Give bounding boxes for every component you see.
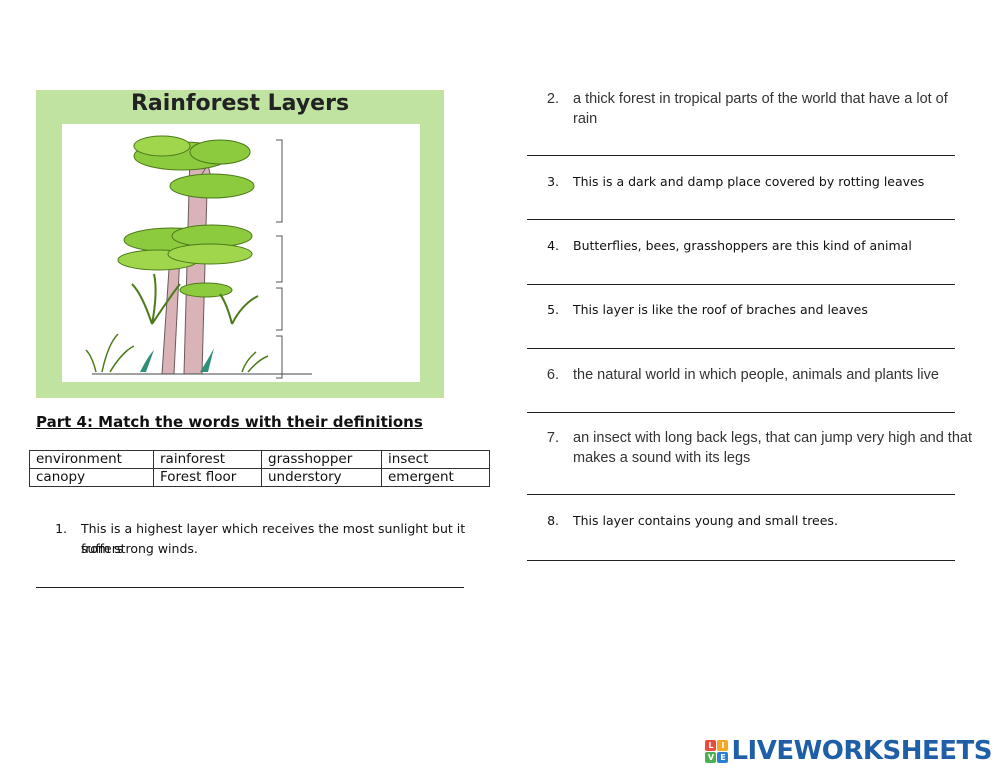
answer-line-5[interactable] xyxy=(527,348,955,349)
rainforest-illustration: Rainforest Layers xyxy=(36,90,444,398)
question-number: 2. xyxy=(546,91,559,107)
question-text: from strong winds. xyxy=(81,541,198,556)
brand-letter: I xyxy=(717,739,729,751)
question-number: 7. xyxy=(546,430,559,446)
answer-line-8[interactable] xyxy=(527,560,955,561)
question-7: 7. an insect with long back legs, that c… xyxy=(537,428,987,470)
answer-line-7[interactable] xyxy=(527,494,955,495)
question-3: 3. This is a dark and damp place covered… xyxy=(537,172,977,192)
answer-line-6[interactable] xyxy=(527,412,955,413)
question-text: the natural world in which people, anima… xyxy=(573,367,939,383)
question-number: 5. xyxy=(547,302,559,317)
brand-letter: L xyxy=(705,739,717,751)
question-text: Butterflies, bees, grasshoppers are this… xyxy=(573,238,912,253)
word-cell: grasshopper xyxy=(261,450,382,469)
table-row: environment rainforest grasshopper insec… xyxy=(29,450,490,469)
liveworksheets-logo: L I V E LIVEWORKSHEETS xyxy=(705,736,992,766)
question-8: 8. This layer contains young and small t… xyxy=(537,511,977,531)
word-cell: environment xyxy=(29,450,154,469)
question-1: 1. This is a highest layer which receive… xyxy=(45,519,485,561)
answer-line-2[interactable] xyxy=(527,155,955,156)
question-5: 5. This layer is like the roof of brache… xyxy=(537,300,977,320)
question-text: This layer is like the roof of braches a… xyxy=(573,302,868,317)
word-cell: Forest floor xyxy=(153,468,262,487)
question-text: makes a sound with its legs xyxy=(573,450,751,466)
question-text: This layer contains young and small tree… xyxy=(573,513,838,528)
question-text: This is a dark and damp place covered by… xyxy=(573,174,925,189)
table-row: canopy Forest floor understory emergent xyxy=(29,468,490,487)
word-cell: rainforest xyxy=(153,450,262,469)
word-cell: insect xyxy=(381,450,490,469)
question-number: 6. xyxy=(546,367,559,383)
answer-line-4[interactable] xyxy=(527,284,955,285)
question-4: 4. Butterflies, bees, grasshoppers are t… xyxy=(537,236,977,256)
question-number: 3. xyxy=(547,174,559,189)
brand-mark-icon: L I V E xyxy=(705,739,729,763)
question-2: 2. a thick forest in tropical parts of t… xyxy=(537,89,977,131)
figure-panel xyxy=(62,124,420,382)
question-6: 6. the natural world in which people, an… xyxy=(537,365,977,385)
brand-name: LIVEWORKSHEETS xyxy=(731,736,992,766)
question-number: 8. xyxy=(547,513,559,528)
answer-line-1[interactable] xyxy=(36,587,464,588)
answer-line-3[interactable] xyxy=(527,219,955,220)
brand-letter: E xyxy=(717,751,729,763)
question-text: rain xyxy=(573,111,598,127)
question-text: This is a highest layer which receives t… xyxy=(81,521,466,556)
figure-title: Rainforest Layers xyxy=(130,91,350,116)
part-heading: Part 4: Match the words with their defin… xyxy=(36,413,423,431)
word-cell: emergent xyxy=(381,468,490,487)
question-text: a thick forest in tropical parts of the … xyxy=(573,91,948,107)
word-bank-table: environment rainforest grasshopper insec… xyxy=(29,450,490,487)
question-text: an insect with long back legs, that can … xyxy=(573,430,972,446)
word-cell: canopy xyxy=(29,468,154,487)
word-cell: understory xyxy=(261,468,382,487)
brand-letter: V xyxy=(705,751,717,763)
question-number: 4. xyxy=(547,238,559,253)
rainforest-tree-drawing xyxy=(85,135,312,379)
question-number: 1. xyxy=(55,521,67,536)
